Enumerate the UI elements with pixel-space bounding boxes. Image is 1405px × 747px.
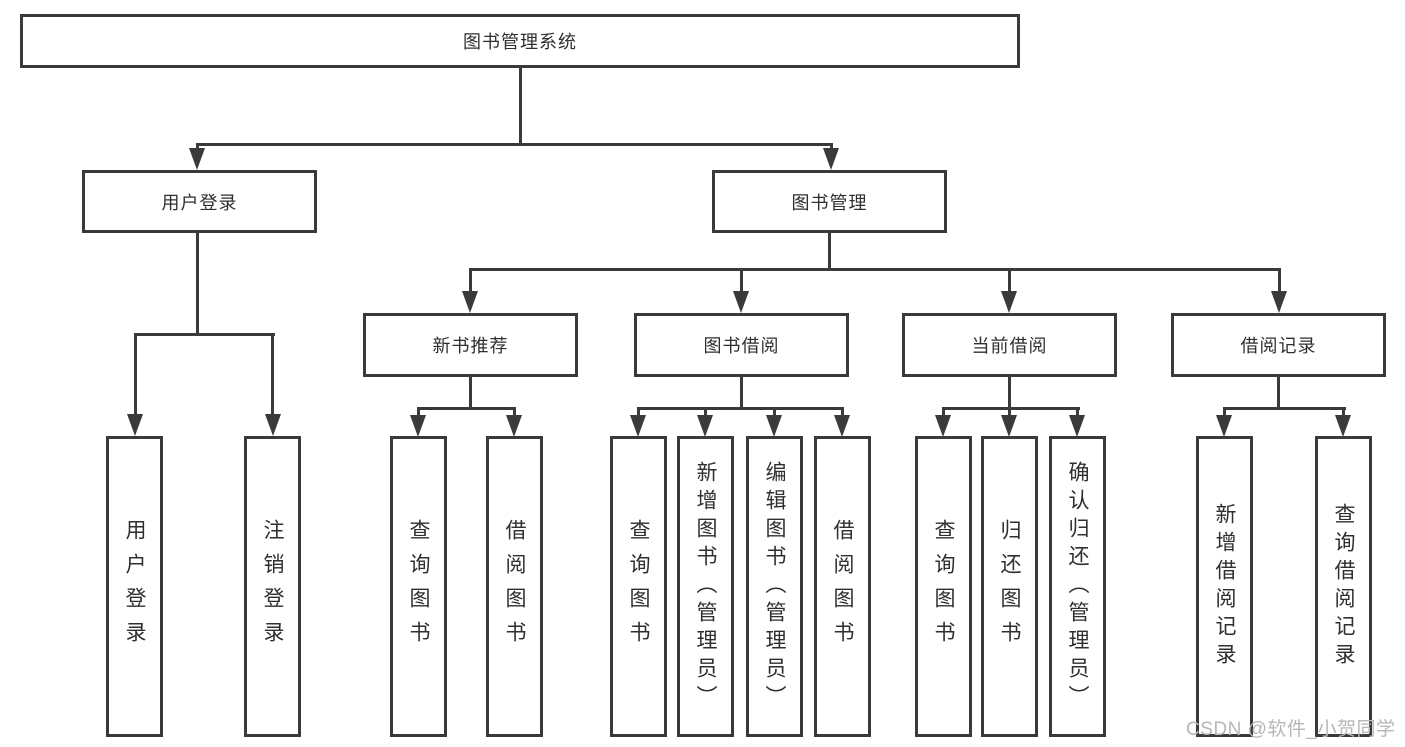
leaf-add-borrow-record: 新增借阅记录: [1196, 436, 1253, 737]
node-book-borrowing: 图书借阅: [634, 313, 849, 377]
leaf-query-books-recommend: 查询图书: [390, 436, 447, 737]
connector-line: [1277, 376, 1280, 410]
connector-line: [271, 333, 274, 416]
csdn-watermark: CSDN @软件_小贺同学: [1186, 719, 1396, 740]
leaf-logout: 注销登录: [244, 436, 301, 737]
arrowhead-down-icon: [1001, 415, 1017, 437]
connector-line: [469, 268, 472, 293]
arrowhead-down-icon: [189, 148, 205, 170]
connector-line: [1342, 407, 1345, 417]
arrowhead-down-icon: [834, 415, 850, 437]
connector-line: [1076, 407, 1079, 417]
arrowhead-down-icon: [127, 414, 143, 436]
connector-line: [134, 333, 275, 336]
node-label: 用户登录: [123, 518, 146, 655]
connector-line: [942, 407, 1080, 410]
node-current-borrowing: 当前借阅: [902, 313, 1117, 377]
leaf-user-login: 用户登录: [106, 436, 163, 737]
node-user-login: 用户登录: [82, 170, 317, 233]
node-label: 用户登录: [161, 192, 238, 213]
leaf-query-borrow-record: 查询借阅记录: [1315, 436, 1372, 737]
arrowhead-down-icon: [1216, 415, 1232, 437]
node-label: 图书借阅: [703, 336, 780, 356]
node-label: 新书推荐: [432, 336, 509, 356]
leaf-edit-books-admin: 编辑图书（管理员）: [746, 436, 803, 737]
connector-line: [841, 407, 844, 417]
arrowhead-down-icon: [265, 414, 281, 436]
node-borrowing-records: 借阅记录: [1171, 313, 1386, 377]
connector-line: [1008, 407, 1011, 417]
connector-line: [637, 407, 844, 410]
connector-line: [1278, 268, 1281, 293]
node-label: 新增图书（管理员）: [694, 460, 717, 713]
node-label: 借阅图书: [831, 518, 854, 655]
arrowhead-down-icon: [462, 291, 478, 313]
arrowhead-down-icon: [1335, 415, 1351, 437]
connector-line: [830, 143, 833, 152]
arrowhead-down-icon: [506, 415, 522, 437]
connector-line: [942, 407, 945, 417]
connector-line: [469, 268, 1281, 271]
node-label: 查询图书: [932, 518, 955, 655]
connector-line: [740, 268, 743, 293]
arrowhead-down-icon: [1069, 415, 1085, 437]
node-label: 查询图书: [627, 518, 650, 655]
connector-line: [196, 232, 199, 336]
node-new-book-recommendation: 新书推荐: [363, 313, 578, 377]
connector-line: [1223, 407, 1226, 417]
arrowhead-down-icon: [410, 415, 426, 437]
arrowhead-down-icon: [733, 291, 749, 313]
node-label: 查询图书: [407, 518, 430, 655]
connector-line: [704, 407, 707, 417]
connector-line: [519, 67, 522, 145]
connector-line: [196, 143, 199, 152]
node-label: 确认归还（管理员）: [1066, 460, 1089, 713]
node-label: 归还图书: [998, 518, 1021, 655]
arrowhead-down-icon: [1001, 291, 1017, 313]
node-label: 图书管理: [791, 192, 868, 213]
connector-line: [134, 333, 137, 416]
connector-line: [637, 407, 640, 417]
leaf-add-books-admin: 新增图书（管理员）: [677, 436, 734, 737]
leaf-confirm-return-admin: 确认归还（管理员）: [1049, 436, 1106, 737]
connector-line: [513, 407, 516, 417]
arrowhead-down-icon: [766, 415, 782, 437]
node-label: 当前借阅: [971, 336, 1048, 356]
node-label: 新增借阅记录: [1213, 502, 1236, 671]
node-label: 图书管理系统: [463, 32, 577, 52]
node-label: 借阅图书: [503, 518, 526, 655]
leaf-query-books-borrowing: 查询图书: [610, 436, 667, 737]
arrowhead-down-icon: [697, 415, 713, 437]
connector-line: [1223, 407, 1346, 410]
connector-line: [417, 407, 420, 417]
node-book-management-system: 图书管理系统: [20, 14, 1020, 68]
leaf-query-books-current: 查询图书: [915, 436, 972, 737]
node-label: 注销登录: [261, 518, 284, 655]
connector-line: [196, 143, 833, 146]
arrowhead-down-icon: [823, 148, 839, 170]
node-label: 查询借阅记录: [1332, 502, 1355, 671]
connector-line: [828, 233, 831, 270]
arrowhead-down-icon: [935, 415, 951, 437]
leaf-borrow-books-recommend: 借阅图书: [486, 436, 543, 737]
connector-line: [740, 376, 743, 410]
arrowhead-down-icon: [1271, 291, 1287, 313]
connector-line: [1008, 268, 1011, 293]
connector-line: [417, 407, 516, 410]
node-book-management: 图书管理: [712, 170, 947, 233]
node-label: 编辑图书（管理员）: [763, 460, 786, 713]
leaf-borrow-books: 借阅图书: [814, 436, 871, 737]
arrowhead-down-icon: [630, 415, 646, 437]
connector-line: [773, 407, 776, 417]
node-label: 借阅记录: [1240, 336, 1317, 356]
connector-line: [469, 376, 472, 410]
leaf-return-books: 归还图书: [981, 436, 1038, 737]
connector-line: [1008, 376, 1011, 410]
